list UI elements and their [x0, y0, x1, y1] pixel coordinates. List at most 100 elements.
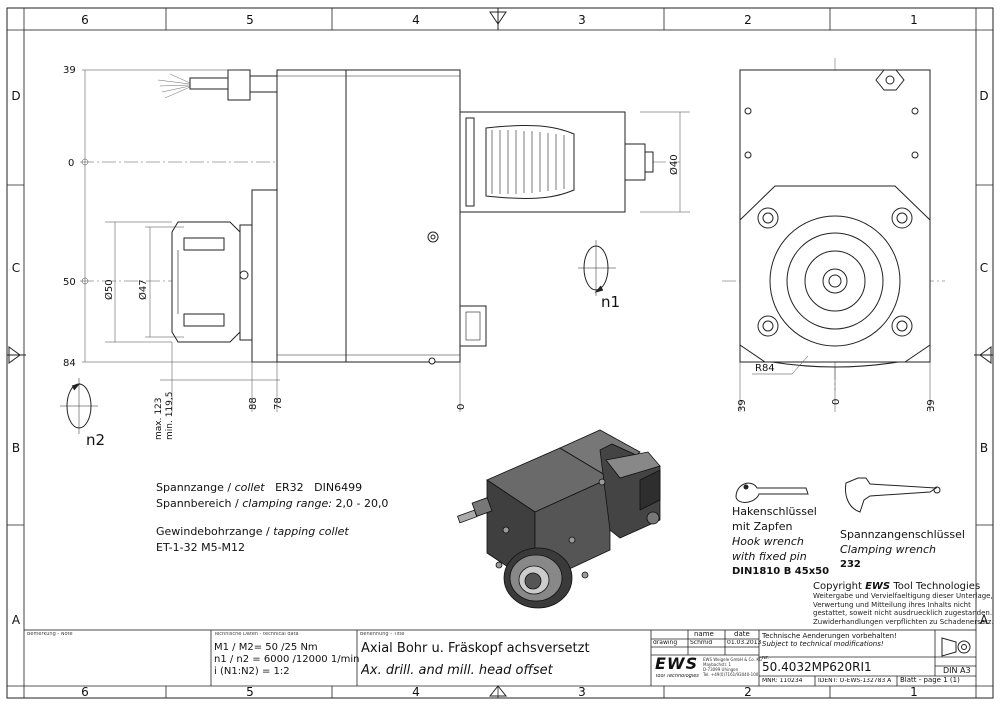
- tap-label-en: tapping collet: [273, 525, 349, 538]
- torque-value: M1 / M2= 50 /25 Nm: [214, 642, 318, 653]
- grid-col-4-top: 4: [412, 13, 420, 27]
- tap-line: Gewindebohrzange / tapping collet: [156, 525, 349, 538]
- tech-data-label: Technische Daten - technical data: [214, 632, 299, 637]
- copyright-prefix: Copyright: [813, 581, 862, 592]
- copyright-line-3: gestattet, soweit nicht ausdruecklich zu…: [813, 609, 993, 617]
- col-date-header: date: [734, 631, 750, 638]
- speed-value: n1 / n2 = 6000 /12000 1/min: [214, 654, 360, 665]
- hook-de2: mit Zapfen: [732, 520, 793, 533]
- label-n2: n2: [86, 431, 105, 449]
- title-block-lines: [24, 629, 976, 686]
- dim-min-119: min. 119,5: [165, 392, 175, 440]
- side-view: [80, 69, 680, 365]
- label-n1: n1: [601, 293, 620, 311]
- ews-logo: EWS: [655, 656, 699, 673]
- projection-symbol: [941, 637, 971, 657]
- grid-row-a-left: A: [12, 613, 21, 627]
- side-dimension-labels: 39 0 50 84 Ø50 Ø47 Ø40 max. 123 min. 119…: [63, 65, 680, 440]
- changes-note: Technische Aenderungen vorbehalten! Subj…: [762, 632, 897, 648]
- grid-row-d-right: D: [979, 89, 988, 103]
- grid-col-5-bottom: 5: [246, 685, 254, 699]
- dim-0-bottom: 0: [456, 404, 467, 410]
- grid-col-3-bottom: 3: [578, 685, 586, 699]
- end-dim-39-right: 39: [926, 399, 937, 412]
- grid-row-c-right: C: [980, 261, 988, 275]
- grid-row-b-right: B: [980, 441, 988, 455]
- tech-data-values: M1 / M2= 50 /25 Nm n1 / n2 = 6000 /12000…: [214, 642, 359, 678]
- rotation-symbols: [60, 240, 616, 434]
- dim-left-84: 84: [63, 358, 76, 369]
- title-label: Benennung - Title: [360, 632, 405, 637]
- grid-row-b-left: B: [12, 441, 20, 455]
- collet-value: ER32: [275, 481, 304, 494]
- copyright-brand: EWS: [865, 581, 891, 592]
- hook-wrench: [735, 482, 809, 503]
- dim-dia-47: Ø47: [137, 279, 149, 300]
- mnr-number: MNR: 110234: [762, 678, 803, 684]
- collet-label: Spannzange: [156, 481, 224, 494]
- side-dimensions: [81, 69, 690, 412]
- isometric-render: [457, 429, 661, 609]
- collet-label-en: collet: [234, 481, 265, 494]
- paper-format: DIN A3: [943, 667, 971, 675]
- clamp-number: 232: [840, 559, 861, 570]
- company-line-1: EWS Weigele GmbH & Co. KG: [703, 657, 763, 662]
- grid-row-c-left: C: [12, 261, 20, 275]
- clamp-wrench-text: Spannzangenschlüssel Clamping wrench 232: [840, 527, 965, 572]
- hook-norm: DIN1810 B 45x50: [732, 566, 830, 577]
- copyright-line-1: Weitergabe und Vervielfaeltigung dieser …: [813, 592, 993, 600]
- company-line-3: D-73099 Uhingen: [703, 667, 739, 672]
- centering-marks: [7, 8, 993, 697]
- remark-label: Bemerkung - Note: [27, 632, 73, 637]
- copyright-line-2: Verwertung und Mitteilung ihres Inhalts …: [813, 600, 971, 609]
- grid-col-5-top: 5: [246, 13, 254, 27]
- col-name-header: name: [694, 631, 714, 638]
- nr-label: Nr.: [762, 656, 769, 661]
- company-line-2: Maybachstr. 1: [703, 662, 732, 667]
- grid-col-3-top: 3: [578, 13, 586, 27]
- grid-col-6-bottom: 6: [81, 685, 89, 699]
- dim-max-123: max. 123: [154, 397, 164, 440]
- changes-en: Subject to technical modifications!: [762, 640, 884, 648]
- end-dim-0: 0: [831, 399, 842, 405]
- end-dim-r84: R84: [755, 363, 775, 374]
- hook-wrench-text: Hakenschlüssel mit Zapfen Hook wrench wi…: [732, 504, 829, 579]
- range-label-en: clamping range:: [242, 497, 332, 510]
- end-dimension-labels: 39 0 39 R84: [737, 363, 937, 412]
- ews-logo-sub: Tool Technologies: [655, 674, 699, 679]
- dim-left-50: 50: [63, 277, 76, 288]
- drawing-title-en: Ax. drill. and mill. head offset: [361, 664, 553, 678]
- grid-labels: 6 5 4 3 2 1 6 5 4 3 2 1 D C B A D C B A: [11, 13, 989, 699]
- copyright-title: Copyright EWS Tool Technologies: [813, 582, 994, 592]
- copyright-block: Copyright EWS Tool Technologies Weiterga…: [813, 582, 994, 626]
- collet-norm: DIN6499: [314, 481, 363, 494]
- dim-left-39: 39: [63, 65, 76, 76]
- row-drawing-label: drawing: [653, 640, 678, 646]
- copyright-line-4: Zuwiderhandlungen verpflichten zu Schade…: [813, 617, 994, 626]
- clamping-wrench: [845, 477, 941, 513]
- copyright-suffix: Tool Technologies: [893, 581, 981, 592]
- company-address: EWS Weigele GmbH & Co. KG Maybachstr. 1 …: [703, 657, 762, 677]
- grid-col-2-bottom: 2: [744, 685, 752, 699]
- changes-de: Technische Aenderungen vorbehalten!: [762, 632, 897, 640]
- ratio-value: i (N1:N2) = 1:2: [214, 666, 290, 677]
- collet-line: Spannzange / collet ER32 DIN6499: [156, 481, 363, 494]
- drawer-name: Schmid: [690, 640, 713, 646]
- outer-border: [6, 7, 994, 699]
- grid-col-4-bottom: 4: [412, 685, 420, 699]
- drawing-date: 01.03.2013: [727, 640, 762, 646]
- tap-label: Gewindebohrzange: [156, 525, 263, 538]
- grid-col-1-top: 1: [910, 13, 918, 27]
- dim-dia-40: Ø40: [668, 154, 680, 175]
- rotation-labels: n1 n2: [86, 293, 620, 449]
- dim-dia-50: Ø50: [103, 279, 115, 300]
- grid-col-1-bottom: 1: [910, 685, 918, 699]
- grid-col-6-top: 6: [81, 13, 89, 27]
- drawing-title-de: Axial Bohr u. Fräskopf achsversetzt: [361, 642, 590, 656]
- collet-spec-block: Spannzange / collet ER32 DIN6499 Spannbe…: [156, 480, 388, 556]
- tap-value: ET-1-32 M5-M12: [156, 541, 246, 554]
- end-dimensions: [739, 355, 931, 412]
- grid-col-2-top: 2: [744, 13, 752, 27]
- hook-en2: with fixed pin: [732, 550, 807, 563]
